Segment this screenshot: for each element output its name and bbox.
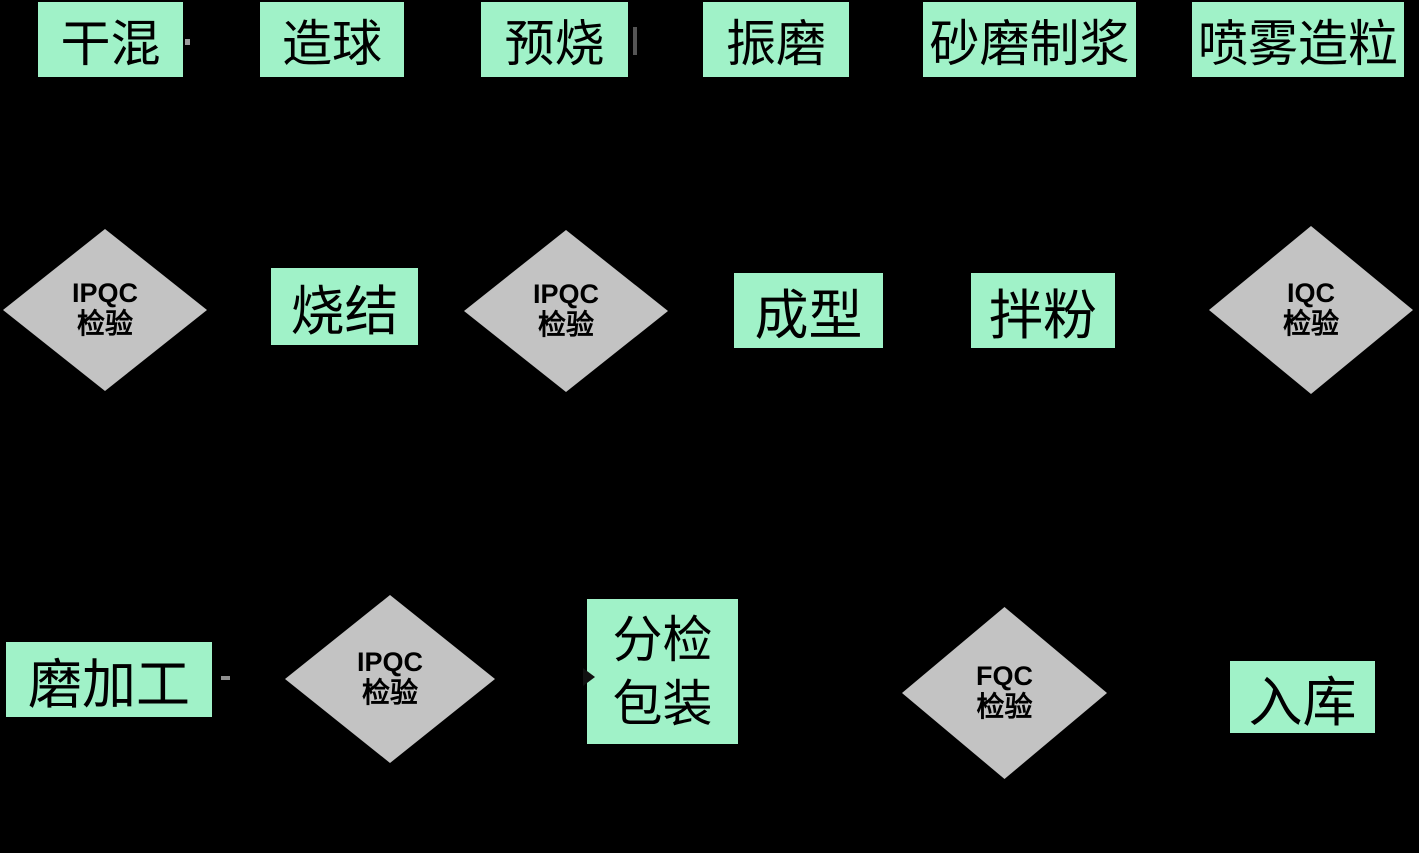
process-box-sintering: 烧结 [271, 268, 418, 345]
inspection-code: IQC [1286, 278, 1335, 308]
arrow-remnant [185, 39, 190, 45]
process-box-powder-mixing: 拌粉 [971, 273, 1115, 348]
process-label: 喷雾造粒 [1198, 15, 1398, 72]
process-box-vibration-mill: 振磨 [703, 2, 849, 77]
process-box-ball-making: 造球 [260, 2, 404, 77]
inspection-label: 检验 [1282, 309, 1339, 340]
process-label-line1: 分检 [612, 611, 713, 668]
inspection-label: 检验 [361, 678, 418, 709]
process-label: 入库 [1248, 672, 1357, 733]
process-label: 造球 [282, 15, 382, 72]
process-label: 预烧 [504, 15, 605, 72]
process-box-spray-granulation: 喷雾造粒 [1192, 2, 1404, 77]
inspection-diamond-ipqc-bottom: IPQC 检验 [285, 595, 495, 763]
process-box-pre-sinter: 预烧 [481, 2, 628, 77]
arrow-remnant [583, 668, 595, 686]
process-label: 分检 包装 [613, 608, 713, 736]
process-label: 振磨 [726, 15, 826, 72]
inspection-diamond-iqc: IQC 检验 [1209, 226, 1413, 394]
inspection-code: IPQC [356, 647, 423, 677]
inspection-label: 检验 [976, 692, 1033, 723]
inspection-diamond-fqc: FQC 检验 [902, 607, 1107, 779]
process-box-warehousing: 入库 [1230, 661, 1375, 733]
process-box-dry-mix: 干混 [38, 2, 183, 77]
process-label: 烧结 [290, 282, 399, 342]
process-label-line2: 包装 [612, 675, 713, 732]
process-box-molding: 成型 [734, 273, 883, 348]
inspection-label: 检验 [537, 310, 594, 341]
process-box-grinding: 磨加工 [6, 642, 212, 717]
inspection-diamond-ipqc-left: IPQC 检验 [3, 229, 207, 391]
process-label: 成型 [754, 286, 863, 346]
process-box-sand-mill-slurry: 砂磨制浆 [923, 2, 1136, 77]
inspection-code: IPQC [532, 279, 599, 309]
process-label: 干混 [60, 15, 161, 72]
inspection-code: IPQC [71, 278, 138, 308]
process-label: 拌粉 [989, 286, 1097, 346]
arrow-remnant [221, 676, 230, 680]
arrow-remnant [633, 27, 637, 55]
inspection-diamond-ipqc-mid: IPQC 检验 [464, 230, 668, 392]
process-label: 磨加工 [28, 655, 190, 715]
process-label: 砂磨制浆 [929, 15, 1130, 72]
inspection-label: 检验 [76, 309, 133, 340]
inspection-code: FQC [976, 661, 1033, 691]
process-box-sorting-packaging: 分检 包装 [587, 599, 738, 744]
